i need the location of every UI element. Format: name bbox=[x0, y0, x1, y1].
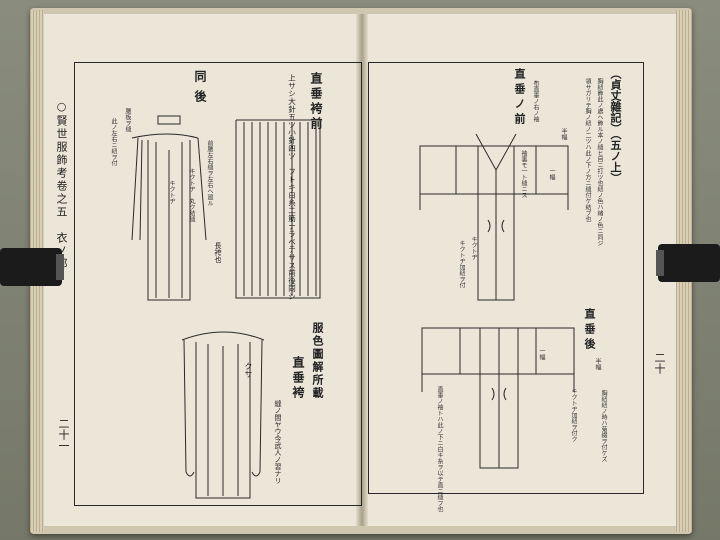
title-hakama-front: 直垂袴前 bbox=[309, 72, 323, 132]
note-back-2: キクトヂ加紐ヲ付ク bbox=[570, 388, 577, 442]
book-clip-right bbox=[656, 244, 720, 282]
right-page-frame bbox=[368, 62, 644, 494]
title-bottom-source: 服色圖解所載 bbox=[311, 322, 324, 400]
hakama-front-diagram bbox=[235, 119, 322, 299]
label-kusa: クサ bbox=[244, 362, 253, 378]
label-back-hanpuku: 半幅 bbox=[594, 358, 601, 370]
label-koshi-note: 此ノ左右ニ紐ヲ付 bbox=[110, 118, 117, 166]
running-head: ○賢世服飾考卷之五 衣ノ部 bbox=[55, 100, 68, 271]
note-back-1: 直垂ノ袖トハ此ノ下ニ白キ糸ヲ以テ直ニ縫フ也 bbox=[436, 386, 443, 512]
label-kikuji-r2: キクトヂ加紐ヲ付 bbox=[458, 240, 465, 288]
label-nagabakama: 長袴也 bbox=[214, 242, 222, 263]
hakama-bottom-diagram bbox=[181, 331, 265, 499]
right-page bbox=[364, 14, 676, 526]
left-page bbox=[44, 14, 360, 526]
label-koshi: 腰板ヲ縫 bbox=[124, 108, 131, 132]
label-back-ippuku: 一幅 bbox=[538, 348, 545, 360]
hakama-back-diagram bbox=[131, 115, 207, 301]
note-bottom: 縫ノ間ヤウ今武人ノ習ナリ bbox=[274, 400, 282, 484]
left-page-frame bbox=[74, 62, 362, 506]
note-main-2: 領サガリテ胸ノ紐ノ二ツハ此ノ下ノ方ニ縫付ケ結ブ也 bbox=[584, 78, 591, 222]
right-page-number: 二十 bbox=[653, 352, 666, 374]
title-back: 直垂後 bbox=[583, 308, 596, 353]
label-ippuku: 一幅 bbox=[548, 168, 555, 180]
label-front-col: 布直垂ノ右ノ袖 bbox=[532, 80, 539, 122]
label-kikuji: キクトヂ bbox=[168, 180, 175, 204]
hitatare-back-diagram bbox=[421, 327, 575, 469]
note-main-1: 胸紐飾此ノ處ヘ飾ル本ノ縫ヒ目ニ打ツ也紐ノ色ハ緒ノ色ニ同ジ bbox=[596, 78, 603, 246]
title-hakama-back: 同後 bbox=[193, 70, 207, 110]
left-page-number: 二十一 bbox=[57, 418, 70, 451]
title-bottom-hakama: 直垂袴 bbox=[291, 356, 305, 401]
label-hanpuku: 半幅 bbox=[560, 128, 567, 140]
book-gutter bbox=[356, 14, 368, 526]
title-main: （貞丈雜記）（五ノ上） bbox=[609, 68, 622, 184]
book-clip-left bbox=[0, 248, 64, 286]
label-side: 前腰左右縫ヲ左右ヘ廻ル bbox=[206, 140, 213, 206]
note-back-3: 胸紐紐ノ時ハ菊綴ヲ付ケズ bbox=[600, 390, 607, 462]
label-front-col-2: 袖裏モ一ト縫ニス bbox=[520, 150, 527, 198]
label-kikuji-r: キクトヂ bbox=[470, 236, 477, 260]
hitatare-front-diagram bbox=[419, 133, 569, 301]
title-front: 直垂ノ前 bbox=[513, 68, 526, 128]
label-dantan: キクトヂ 丸ク結縫 bbox=[188, 168, 195, 222]
